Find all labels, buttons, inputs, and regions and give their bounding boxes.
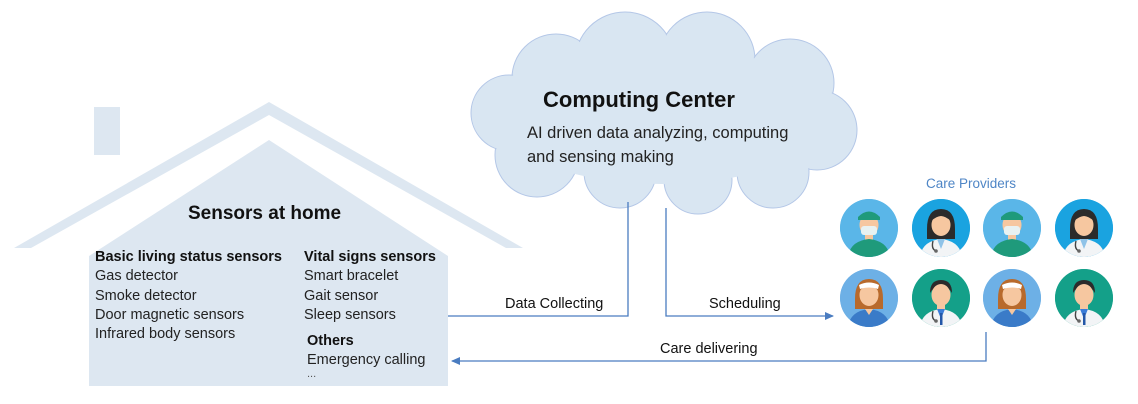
female-doctor-icon — [1054, 199, 1113, 257]
computing-center-cloud — [470, 11, 858, 215]
others-heading: Others — [307, 333, 354, 349]
data-collecting-line — [448, 202, 629, 317]
computing-center-description: AI driven data analyzing, computing and … — [527, 121, 788, 169]
female-doctor-icon — [911, 199, 970, 257]
basic-sensor-item: Smoke detector — [95, 288, 197, 304]
data-collecting-label: Data Collecting — [505, 296, 604, 312]
house-title: Sensors at home — [188, 203, 342, 224]
computing-center-description-line: and sensing making — [527, 148, 674, 166]
computing-center-title: Computing Center — [543, 87, 735, 112]
basic-sensor-item: Infrared body sensors — [95, 326, 236, 342]
male-doctor-icon — [911, 269, 970, 327]
care-delivering-arrow — [451, 332, 987, 365]
vital-sensor-item: Gait sensor — [304, 288, 379, 304]
others-item: Emergency calling — [307, 352, 426, 368]
basic-sensor-item: Door magnetic sensors — [95, 307, 245, 323]
nurse-icon — [983, 269, 1041, 327]
basic-sensors-heading: Basic living status sensors — [95, 249, 282, 265]
care-delivering-label: Care delivering — [660, 341, 758, 357]
scheduling-label: Scheduling — [709, 296, 781, 312]
care-providers-title: Care Providers — [926, 176, 1017, 191]
surgeon-icon — [840, 199, 898, 257]
male-doctor-icon — [1054, 269, 1113, 327]
scheduling-arrow — [665, 208, 834, 320]
vital-sensor-item: Smart bracelet — [304, 268, 399, 284]
others-ellipsis: ... — [307, 368, 317, 380]
nurse-icon — [840, 269, 898, 327]
house-shape — [14, 102, 523, 386]
computing-center-description-line: AI driven data analyzing, computing — [527, 124, 789, 142]
vital-sensor-item: Sleep sensors — [304, 307, 396, 323]
vital-sensors-heading: Vital signs sensors — [304, 249, 436, 265]
surgeon-icon — [983, 199, 1041, 257]
basic-sensor-item: Gas detector — [95, 268, 179, 284]
